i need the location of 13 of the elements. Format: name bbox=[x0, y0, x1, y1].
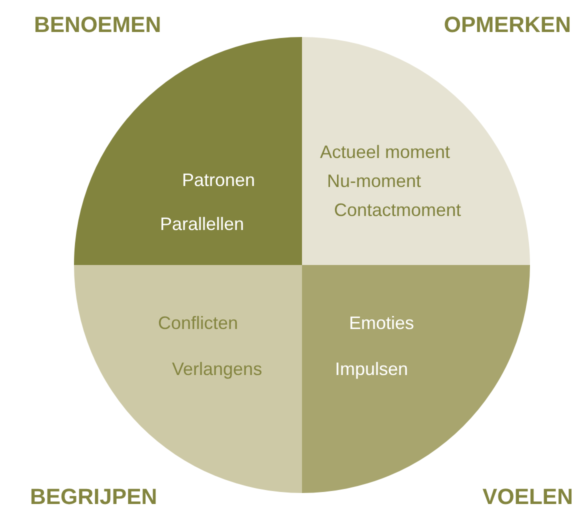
quadrant-label: Nu-moment bbox=[327, 170, 422, 192]
corner-heading: OPMERKEN bbox=[444, 12, 571, 38]
quadrant-label: Actueel moment bbox=[320, 141, 450, 163]
corner-heading: VOELEN bbox=[482, 484, 573, 510]
quadrant-label: Parallellen bbox=[160, 213, 244, 235]
quadrant-label: Contactmoment bbox=[334, 199, 462, 221]
corner-heading: BENOEMEN bbox=[34, 12, 162, 38]
quadrant-label: Verlangens bbox=[172, 358, 262, 380]
quadrant-label: Impulsen bbox=[335, 358, 408, 380]
quadrant-label: Emoties bbox=[349, 312, 414, 334]
quadrant-label: Patronen bbox=[182, 169, 256, 191]
corner-heading: BEGRIJPEN bbox=[30, 484, 158, 510]
quadrant-label: Conflicten bbox=[158, 312, 238, 334]
